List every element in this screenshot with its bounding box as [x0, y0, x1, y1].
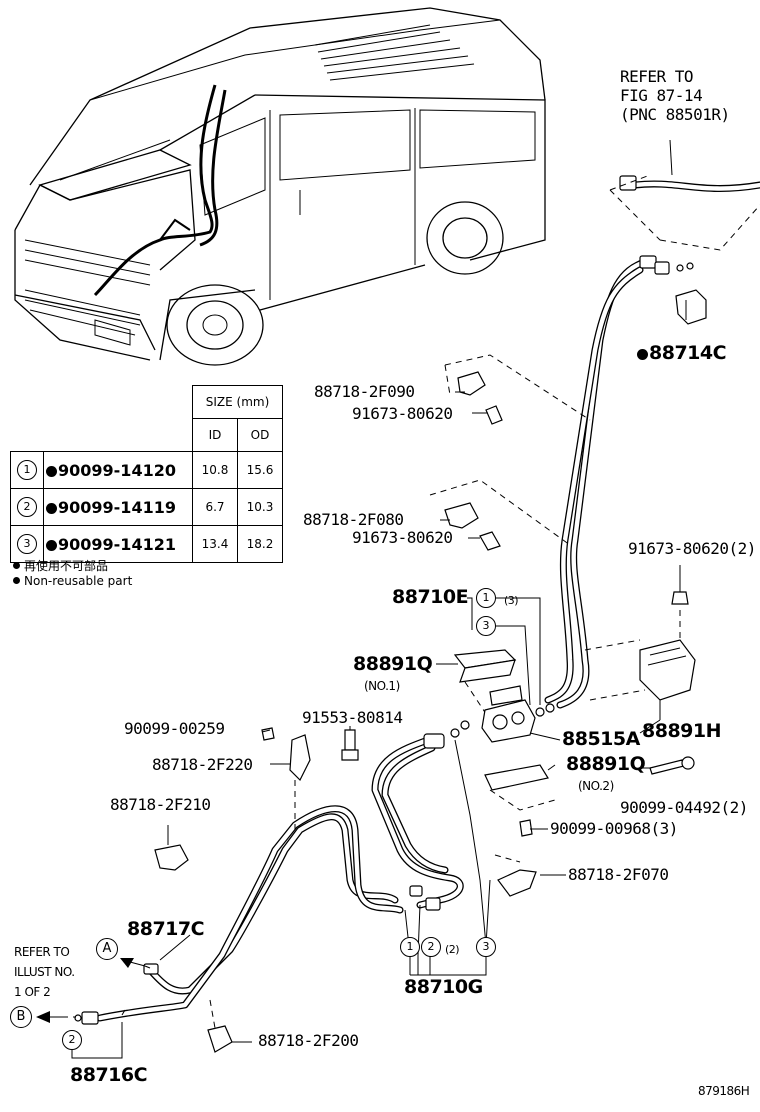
clamp-88718-2F220: [289, 734, 311, 830]
grommet-88714C: [675, 289, 707, 325]
part-label-88710E: 88710E: [392, 586, 469, 608]
part-label-88891H: 88891H: [642, 720, 722, 742]
row-number: 3: [17, 534, 37, 554]
clamp-88718-2F070: [494, 854, 537, 897]
rear-cooler-pipe-end: [609, 139, 760, 251]
screw-90099-00968: [519, 819, 533, 837]
qty-note-g: (2): [445, 943, 460, 956]
part-number: 90099-14119: [58, 497, 176, 517]
outer-diameter: 15.6: [237, 451, 283, 489]
expansion-valve-88515A: [450, 685, 536, 743]
inner-diameter: 13.4: [192, 525, 238, 563]
size-marker-g2: 2: [421, 937, 441, 957]
non-reusable-dot-icon: [46, 465, 57, 477]
arrow-B-icon: [36, 1011, 62, 1023]
size-marker-3: 3: [476, 616, 496, 636]
part-note-no2: (NO.2): [578, 779, 614, 793]
part-label-88717C: 88717C: [127, 918, 205, 940]
part-label-88718-2F210: 88718-2F210: [110, 795, 211, 814]
non-reusable-dot-icon: [13, 577, 20, 584]
bolt-90099-00259: [261, 727, 275, 741]
block-88891Q-no1: [453, 649, 517, 736]
legend-japanese: 再使用不可部品: [13, 557, 108, 574]
part-label-88718-2F200: 88718-2F200: [258, 1031, 359, 1050]
diagram-id: 879186H: [698, 1084, 750, 1098]
row-number: 2: [17, 497, 37, 517]
part-number: 90099-14120: [58, 460, 176, 480]
part-label-91673-80620-a: 91673-80620: [352, 404, 453, 423]
legend-english: Non-reusable part: [13, 574, 132, 588]
non-reusable-dot-icon: [13, 562, 20, 569]
part-label-90099-00259: 90099-00259: [124, 719, 225, 738]
hose-88717C: [74, 805, 404, 1025]
outer-diameter: 10.3: [237, 488, 283, 526]
clamp-88718-2F090: [444, 354, 591, 425]
hose-88710G: [371, 733, 464, 911]
part-note-no1: (NO.1): [364, 679, 400, 693]
part-label-91673-80620-b: 91673-80620: [352, 528, 453, 547]
size-marker-g1: 1: [400, 937, 420, 957]
row-number: 1: [17, 460, 37, 480]
part-label-88891Q-no2: 88891Q: [566, 753, 646, 775]
non-reusable-dot-icon: [46, 539, 57, 551]
part-label-88718-2F070: 88718-2F070: [568, 865, 669, 884]
refer-top-line1: REFER TO: [620, 67, 694, 86]
clamp-88718-2F200: [207, 999, 233, 1053]
part-number: 90099-14121: [58, 534, 176, 554]
non-reusable-dot-icon: [46, 502, 57, 514]
block-88891Q-no2: [484, 764, 556, 811]
size-marker-g3: 3: [476, 937, 496, 957]
refer-left-line1: REFER TO: [14, 945, 70, 959]
refer-left-line3: 1 OF 2: [14, 985, 51, 999]
refer-top-line3: (PNC 88501R): [620, 105, 730, 124]
refer-left-line2: ILLUST NO.: [14, 965, 75, 979]
inner-diameter: 10.8: [192, 451, 238, 489]
size-header: SIZE (mm): [192, 385, 283, 419]
inner-diameter: 6.7: [192, 488, 238, 526]
size-marker-1: 1: [476, 588, 496, 608]
table-row: 2 90099-14119 6.7 10.3: [10, 488, 283, 526]
table-row: 3 90099-14121 13.4 18.2: [10, 525, 283, 563]
part-label-88714C: 88714C: [637, 344, 727, 363]
part-label-91673-80620-2: 91673-80620(2): [628, 539, 756, 558]
part-label-88718-2F080: 88718-2F080: [303, 510, 404, 529]
bolt-90099-04492: [649, 756, 695, 775]
part-label-90099-04492: 90099-04492(2): [620, 798, 748, 817]
table-row: 1 90099-14120 10.8 15.6: [10, 451, 283, 489]
callout-A: A: [96, 938, 118, 960]
part-label-91553-80814: 91553-80814: [302, 708, 403, 727]
bolt-91673-80620: [671, 565, 689, 640]
qty-note-e: (3): [504, 594, 519, 607]
hose-88710E: [535, 255, 694, 717]
part-label-90099-00968: 90099-00968(3): [550, 819, 678, 838]
part-label-88718-2F220: 88718-2F220: [152, 755, 253, 774]
part-label-88891Q-no1: 88891Q: [353, 653, 433, 675]
van-illustration: [14, 7, 546, 366]
outer-diameter: 18.2: [237, 525, 283, 563]
part-label-88718-2F090: 88718-2F090: [314, 382, 415, 401]
part-label-88716C: 88716C: [70, 1064, 148, 1086]
refer-top-line2: FIG 87-14: [620, 86, 703, 105]
col-id-header: ID: [192, 418, 238, 452]
arrow-A-icon: [120, 958, 146, 968]
non-reusable-dot-icon: [637, 349, 648, 360]
clamp-88718-2F080: [429, 479, 571, 551]
part-label-88515A: 88515A: [562, 728, 640, 750]
size-marker-c2: 2: [62, 1030, 82, 1050]
part-label-88710G: 88710G: [404, 976, 483, 998]
nut-91553-80814: [341, 729, 359, 761]
clamp-88718-2F210: [154, 844, 189, 871]
bracket-88891H: [584, 639, 696, 720]
callout-B: B: [10, 1006, 32, 1028]
col-od-header: OD: [237, 418, 283, 452]
hose-size-table: SIZE (mm) ID OD 1 90099-14120 10.8 15.6 …: [10, 385, 283, 563]
